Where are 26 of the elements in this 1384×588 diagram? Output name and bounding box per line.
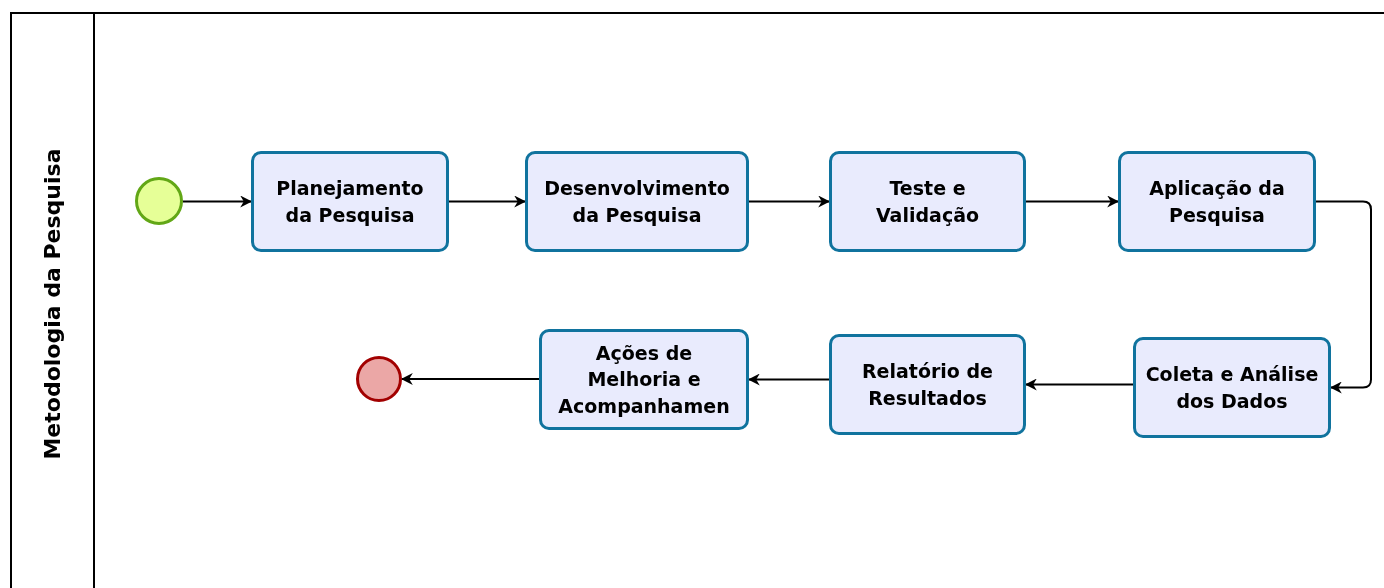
task-box [1118,151,1316,252]
sequence-arrow [400,373,540,385]
task-label: Planejamento da Pesquisa [275,175,425,228]
sequence-arrow [747,373,830,386]
sequence-arrow [182,195,253,208]
task-label: Ações de Melhoria e Acompanhamen [557,340,731,419]
sequence-arrow [1315,200,1372,394]
task-box [251,151,449,252]
pool [10,12,1384,588]
pool-label: Metodologia da Pesquisa [39,148,65,460]
sequence-arrow [448,195,527,208]
task-label: Relatório de Resultados [861,358,994,411]
task-box [525,151,749,252]
task-box [829,334,1026,435]
task-box [829,151,1026,252]
end-event-circle [356,356,402,402]
task-label: Coleta e Análise dos Dados [1144,361,1320,414]
sequence-arrow [1024,378,1134,391]
task-label: Teste e Validação [874,175,981,228]
task-box [539,329,749,430]
task-label: Aplicação da Pesquisa [1148,175,1286,228]
sequence-arrow [1025,195,1120,208]
task-label: Desenvolvimento da Pesquisa [543,175,731,228]
task-box [1133,337,1331,438]
start-event-circle [135,177,183,225]
sequence-arrow [748,195,831,208]
